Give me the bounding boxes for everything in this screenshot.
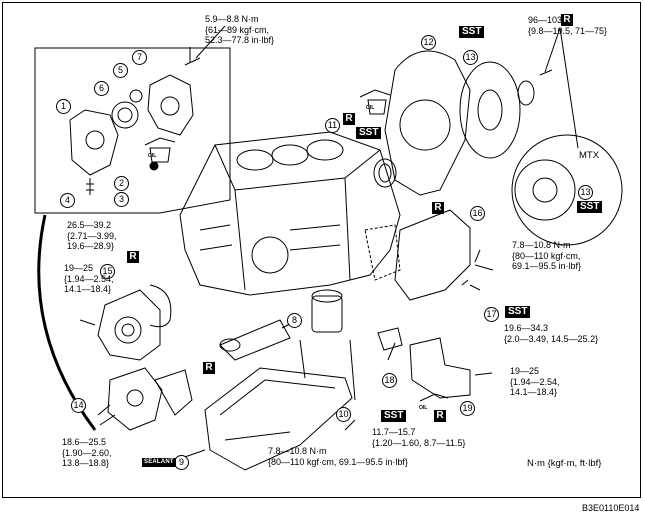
torque-pump-cover: 5.9—8.8 N·m {61—89 kgf·cm, 52.3—77.8 in·… (205, 14, 274, 46)
callout-1: 1 (56, 99, 71, 114)
callout-16: 16 (470, 206, 485, 221)
callout-3: 3 (114, 192, 129, 207)
sst-badge-sensor: SST (505, 306, 531, 318)
r-badge-strainer: R (203, 362, 215, 374)
torque-line: 69.1—95.5 in·lbf} (512, 261, 582, 271)
callout-8: 8 (287, 313, 302, 328)
torque-thermostat-housing: 19—25 {1.94—2.54, 14.1—18.4} (510, 366, 560, 398)
figure-code: B3E0110E014 (582, 503, 640, 513)
torque-line: 11.7—15.7 (372, 427, 416, 437)
callout-13: 13 (463, 50, 478, 65)
torque-line: 14.1—18.4} (510, 387, 558, 397)
torque-front-cover: 7.8—10.8 N·m {80—110 kgf·cm, 69.1—95.5 i… (512, 240, 581, 272)
oil-seal (373, 158, 397, 188)
r-badge-flywheel-bolt: R (561, 14, 573, 26)
torque-sensor: 19.6—34.3 {2.0—3.49, 14.5—25.2} (504, 323, 598, 344)
water-pump-pulley-bracket (107, 367, 163, 431)
callout-17: 17 (484, 307, 499, 322)
callout-5: 5 (113, 63, 128, 78)
inner-rotor-5 (129, 89, 143, 103)
callout-14: 14 (71, 398, 86, 413)
callout-10: 10 (336, 407, 351, 422)
torque-line: 96—103 (528, 15, 563, 25)
torque-line: {9.8—10.5, 71—75} (528, 25, 608, 36)
torque-line: 13.8—18.8} (62, 458, 110, 468)
pump-cover-7 (147, 74, 194, 136)
oil-mark-pump: OIL (148, 153, 157, 159)
sealant-badge: SEALANT (142, 458, 176, 467)
r-badge-oil-seal: R (343, 113, 355, 125)
oil-pump-body-1 (69, 109, 119, 176)
callout-18: 18 (382, 373, 397, 388)
diagram-frame (2, 2, 641, 498)
torque-line: 5.9—8.8 N·m (205, 14, 259, 24)
torque-line: 7.8—10.8 N·m (268, 446, 327, 456)
torque-line: {2.0—3.49, 14.5—25.2} (504, 333, 599, 344)
r-badge-front-cover: R (432, 202, 444, 214)
callout-2: 2 (114, 176, 129, 191)
torque-line: {1.20—1.60, 8.7—11.5} (372, 437, 466, 448)
oil-mark-filter: OIL (419, 405, 428, 411)
torque-line: 14.1—18.4} (64, 284, 112, 294)
torque-line: 18.6—25.5 (62, 437, 107, 447)
torque-water-pump: 19—25 {1.94—2.54, 14.1—18.4} (64, 263, 114, 295)
r-badge-water-pump: R (127, 251, 139, 263)
torque-line: {80—110 kgf·cm, 69.1—95.5 in·lbf} (268, 456, 408, 467)
mtx-label: MTX (579, 150, 600, 161)
callout-7: 7 (132, 50, 147, 65)
oil-mark-seal: OIL (366, 105, 375, 111)
oil-strainer (219, 319, 291, 361)
callout-12: 12 (421, 35, 436, 50)
torque-line: {1.94—2.54, (510, 376, 560, 387)
torque-line: 19—25 (510, 366, 540, 376)
flywheel (459, 61, 521, 159)
torque-line: 19—25 (64, 263, 94, 273)
water-pump (97, 289, 161, 361)
callout-19: 19 (460, 401, 475, 416)
torque-oil-pan: 7.8—10.8 N·m {80—110 kgf·cm, 69.1—95.5 i… (268, 446, 408, 467)
gasket (149, 284, 172, 328)
front-cover (394, 209, 471, 301)
mtx-inset (511, 134, 623, 246)
oil-pump-inset-box (34, 47, 231, 214)
torque-line: 19.6—34.3 (504, 323, 549, 333)
r-badge-oil-filter: R (434, 410, 446, 422)
torque-line: {61—89 kgf·cm, (205, 24, 270, 35)
units-legend: N·m {kgf·m, ft·lbf} (527, 458, 602, 469)
torque-line: {1.90—2.60, (62, 447, 112, 458)
sst-badge-flywheel-top: SST (459, 26, 485, 38)
sst-badge-mtx: SST (577, 201, 603, 213)
torque-line: 7.8—10.8 N·m (512, 240, 571, 250)
thermostat-housing (409, 337, 471, 399)
engine-block (179, 131, 401, 296)
thermostat (377, 327, 403, 351)
callout-15: 15 (100, 264, 115, 279)
torque-line: {2.71—3.99, (67, 230, 117, 241)
oil-pan (204, 367, 353, 471)
sst-badge-oil-filter: SST (381, 410, 407, 422)
torque-line: {80—110 kgf·cm, (512, 250, 581, 261)
callout-6: 6 (94, 81, 109, 96)
callout-13-mtx: 13 (578, 185, 593, 200)
torque-flywheel: 96—103 {9.8—10.5, 71—75} (528, 15, 607, 36)
sst-badge-oil-seal: SST (356, 127, 382, 139)
torque-line: {1.94—2.54, (64, 273, 114, 284)
callout-11: 11 (325, 118, 340, 133)
oil-filter (311, 295, 343, 333)
torque-line: 52.3—77.8 in·lbf} (205, 35, 275, 45)
torque-bracket: 18.6—25.5 {1.90—2.60, 13.8—18.8} (62, 437, 112, 469)
rear-cover (384, 50, 471, 196)
torque-relief-plug: 26.5—39.2 {2.71—3.99, 19.6—28.9} (67, 220, 117, 252)
callout-9: 9 (174, 455, 189, 470)
torque-line: 19.6—28.9} (67, 241, 115, 251)
torque-oil-filter: 11.7—15.7 {1.20—1.60, 8.7—11.5} (372, 427, 465, 448)
torque-line: 26.5—39.2 (67, 220, 112, 230)
outer-rotor-6 (111, 101, 139, 129)
callout-4: 4 (60, 193, 75, 208)
